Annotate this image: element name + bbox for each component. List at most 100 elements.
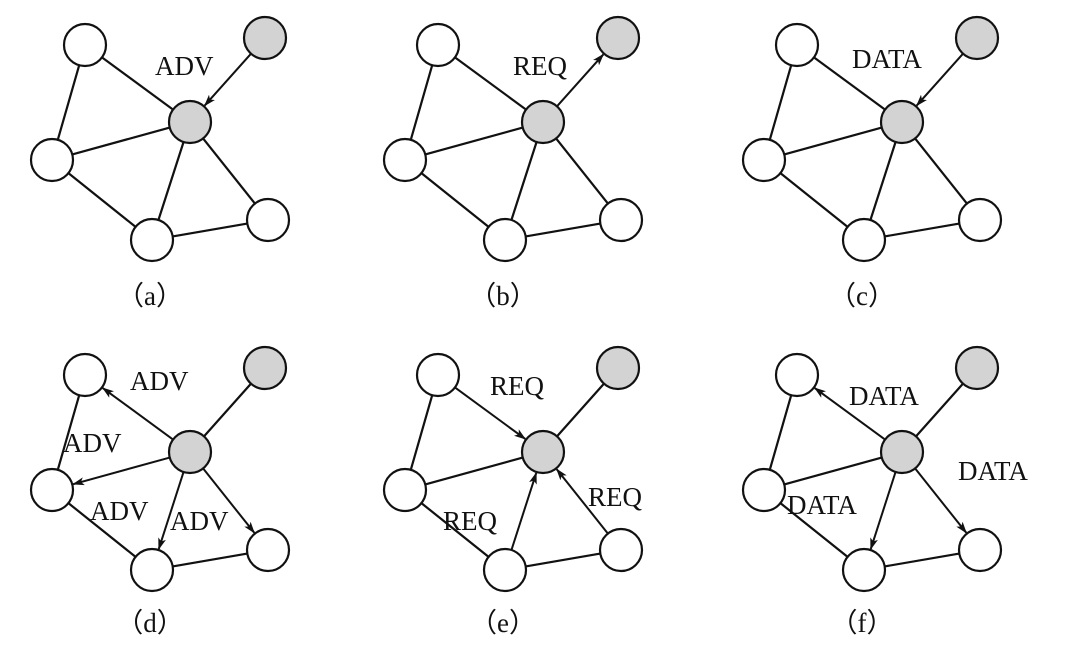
message-arrow-tr-to-c xyxy=(203,52,252,107)
sensor-node-tl xyxy=(774,352,820,398)
link-l-c xyxy=(71,126,171,156)
link-b-c xyxy=(157,141,185,221)
sensor-node-b xyxy=(841,547,887,593)
link-tl-l xyxy=(768,64,793,141)
link-b-br xyxy=(172,552,248,568)
message-arrow-c-to-br xyxy=(202,467,256,534)
link-c-br xyxy=(914,137,968,205)
link-b-br xyxy=(172,222,248,238)
panel-caption: （c） xyxy=(829,281,895,311)
link-l-b xyxy=(779,172,849,228)
active-node-c xyxy=(520,429,566,475)
message-label: ADV xyxy=(90,496,149,526)
link-tl-l xyxy=(56,394,81,471)
link-tl-c xyxy=(454,56,527,111)
link-c-tr xyxy=(915,382,964,438)
panel-caption: （d） xyxy=(116,608,184,638)
link-b-br xyxy=(884,222,960,238)
sensor-node-b xyxy=(841,217,887,263)
message-arrow-tr-to-c xyxy=(915,52,964,107)
message-label: REQ xyxy=(588,482,643,512)
message-arrow-c-to-tr xyxy=(556,53,605,108)
panel-caption: （f） xyxy=(831,608,894,638)
sensor-node-b xyxy=(129,547,175,593)
panel-caption: （b） xyxy=(469,281,537,311)
panel-c: DATA （c） xyxy=(741,15,1003,311)
link-tl-l xyxy=(768,394,793,471)
link-l-c xyxy=(783,126,883,156)
link-tl-c xyxy=(813,56,886,111)
sensor-node-br xyxy=(245,527,291,573)
sensor-node-l xyxy=(741,467,787,513)
sensor-node-br xyxy=(957,197,1003,243)
link-tl-l xyxy=(56,64,81,141)
message-arrow-c-to-tl xyxy=(101,387,174,441)
message-arrow-c-to-b xyxy=(157,471,185,551)
sensor-node-tl xyxy=(62,352,108,398)
link-b-c xyxy=(510,141,538,221)
active-node-c xyxy=(879,429,925,475)
link-l-b xyxy=(420,502,490,558)
shaded-node-tr xyxy=(242,15,288,61)
sensor-node-tl xyxy=(62,22,108,68)
link-b-br xyxy=(525,222,601,238)
link-c-br xyxy=(202,137,256,205)
link-b-br xyxy=(525,552,601,568)
link-tl-l xyxy=(409,64,434,141)
sensor-node-b xyxy=(482,217,528,263)
active-node-c xyxy=(167,429,213,475)
link-l-b xyxy=(67,172,137,228)
active-node-c xyxy=(167,99,213,145)
link-l-c xyxy=(424,126,524,156)
active-node-c xyxy=(879,99,925,145)
message-label: REQ xyxy=(513,51,568,81)
link-tl-l xyxy=(409,394,434,471)
link-l-c xyxy=(783,456,883,486)
panel-b: REQ （b） xyxy=(382,15,644,311)
message-label: ADV xyxy=(155,51,214,81)
panel-a: ADV（a） xyxy=(29,15,291,311)
shaded-node-tr xyxy=(595,345,641,391)
link-c-tr xyxy=(556,382,605,438)
shaded-node-tr xyxy=(954,15,1000,61)
sensor-node-l xyxy=(29,137,75,183)
sensor-node-l xyxy=(741,137,787,183)
sensor-node-br xyxy=(957,527,1003,573)
sensor-node-tl xyxy=(415,22,461,68)
message-label: ADV xyxy=(170,506,229,536)
message-label: DATA xyxy=(849,381,919,411)
sensor-node-br xyxy=(598,527,644,573)
active-node-c xyxy=(520,99,566,145)
sensor-node-tl xyxy=(774,22,820,68)
sensor-node-l xyxy=(29,467,75,513)
sensor-node-l xyxy=(382,467,428,513)
message-arrow-tl-to-c xyxy=(454,386,527,440)
sensor-node-br xyxy=(598,197,644,243)
shaded-node-tr xyxy=(954,345,1000,391)
panel-caption: （e） xyxy=(470,608,536,638)
shaded-node-tr xyxy=(242,345,288,391)
link-l-b xyxy=(67,502,137,558)
sensor-node-tl xyxy=(415,352,461,398)
link-b-c xyxy=(869,141,897,221)
sensor-node-b xyxy=(482,547,528,593)
shaded-node-tr xyxy=(595,15,641,61)
message-arrow-b-to-c xyxy=(510,471,538,551)
message-arrow-c-to-br xyxy=(914,467,968,534)
message-arrow-c-to-l xyxy=(72,456,171,486)
message-label: DATA xyxy=(852,44,922,74)
message-label: ADV xyxy=(63,428,122,458)
sensor-node-b xyxy=(129,217,175,263)
message-label: REQ xyxy=(443,506,498,536)
link-l-b xyxy=(420,172,490,228)
message-arrow-c-to-b xyxy=(869,471,897,551)
panel-e: REQ REQ REQ （e） xyxy=(382,345,644,638)
message-arrow-br-to-c xyxy=(555,468,609,535)
sensor-node-br xyxy=(245,197,291,243)
link-tl-c xyxy=(101,56,174,111)
message-label: REQ xyxy=(490,371,545,401)
link-c-br xyxy=(555,137,609,205)
